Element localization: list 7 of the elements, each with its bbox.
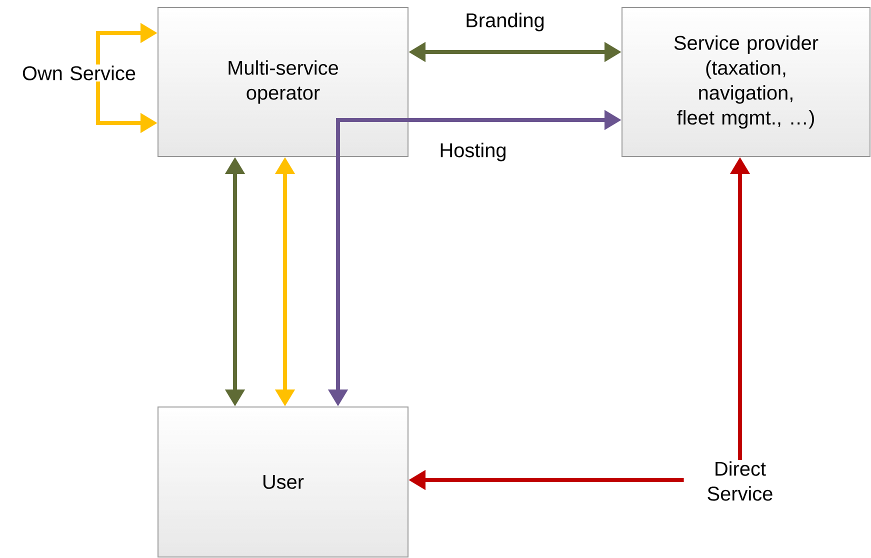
- process-box: Multi-service operator: [158, 7, 408, 157]
- edge-label: Branding: [464, 12, 546, 32]
- process-box: User: [158, 406, 408, 558]
- process-box: Service provider (taxation, navigation, fleet mgmt., …): [622, 7, 870, 157]
- node-label: Direct Service: [708, 461, 772, 501]
- edge-label: Hosting: [438, 142, 508, 162]
- node-label: Own Service: [22, 66, 136, 80]
